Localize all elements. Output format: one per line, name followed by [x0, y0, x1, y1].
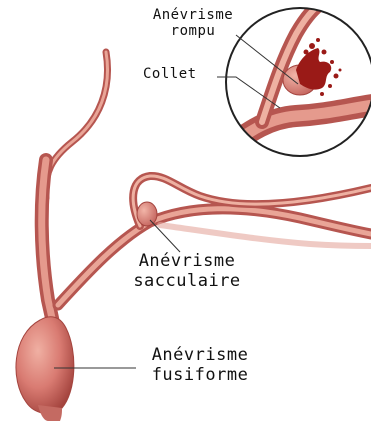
vessel-upper-branch [46, 52, 108, 198]
label-ruptured-line1: Anévrisme [138, 7, 248, 23]
label-ruptured-aneurysm: Anévrisme rompu [138, 7, 248, 39]
vessel-main-trunk [42, 160, 54, 330]
saccular-aneurysm-sac [137, 202, 157, 226]
label-saccular-aneurysm: Anévrisme sacculaire [122, 252, 252, 291]
label-neck-text: Collet [143, 66, 197, 82]
label-fusiform-line2: fusiforme [138, 366, 262, 386]
label-fusiform-aneurysm: Anévrisme fusiforme [138, 346, 262, 385]
label-fusiform-line1: Anévrisme [138, 346, 262, 366]
label-saccular-line1: Anévrisme [122, 252, 252, 272]
label-ruptured-line2: rompu [138, 23, 248, 39]
label-neck: Collet [143, 66, 213, 82]
label-saccular-line2: sacculaire [122, 272, 252, 292]
fusiform-aneurysm [16, 317, 74, 421]
